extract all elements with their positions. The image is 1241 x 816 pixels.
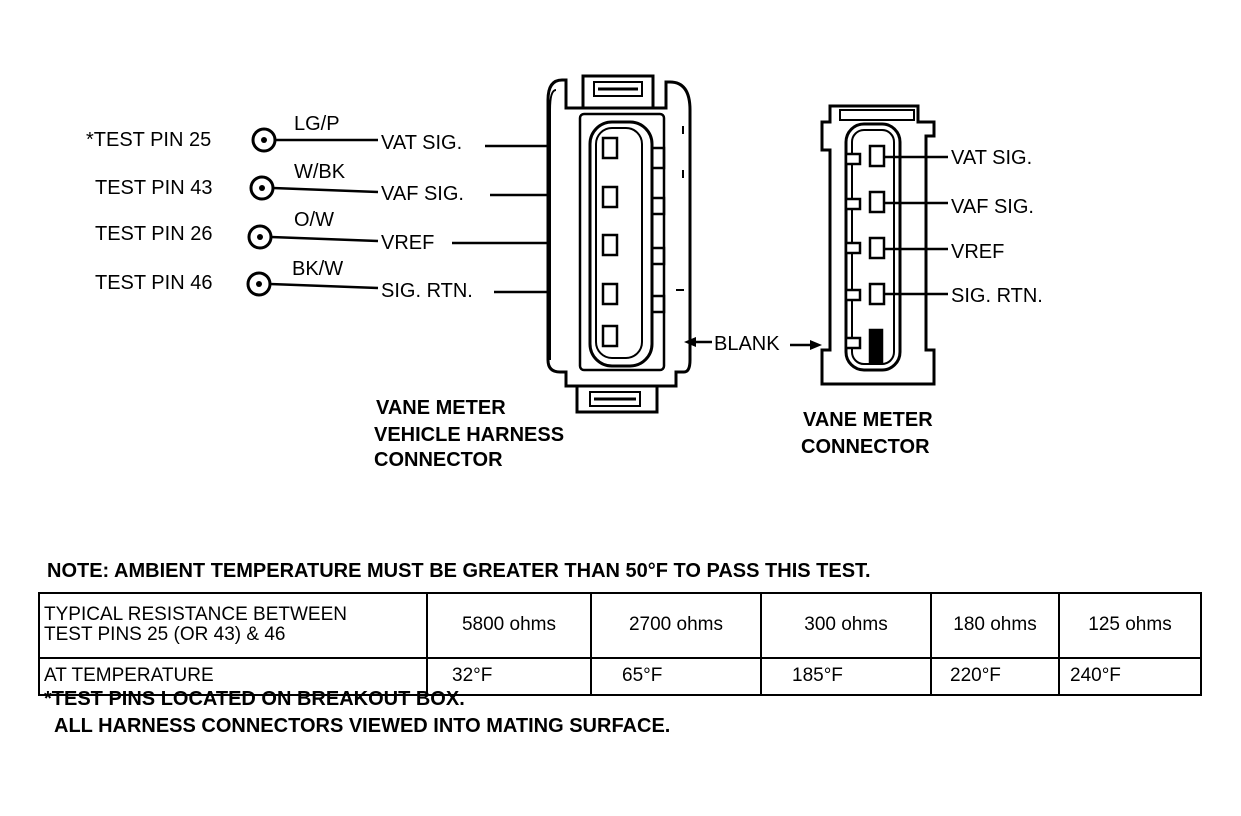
table-row: TYPICAL RESISTANCE BETWEEN TEST PINS 25 …	[38, 592, 1202, 659]
meter-signal-label: VREF	[951, 241, 1004, 263]
temperature-row-header: AT TEMPERATURE	[38, 656, 428, 697]
harness-connector-drawing	[546, 74, 692, 414]
meter-pin	[868, 282, 886, 306]
meter-signal-label: VAF SIG.	[951, 196, 1034, 218]
meter-pin-cavities	[844, 144, 886, 364]
header-line: TEST PINS 25 (OR 43) & 46	[44, 624, 286, 646]
meter-caption: VANE METER CONNECTOR	[801, 409, 933, 458]
caption-line: CONNECTOR	[801, 436, 930, 458]
blank-pin	[868, 328, 884, 364]
arrow-left-icon	[684, 337, 696, 347]
pin-cavity	[601, 136, 619, 160]
test-pin-row-46: TEST PIN 46 BK/W SIG. RTN.	[95, 258, 604, 302]
meter-signal-label: SIG. RTN.	[951, 285, 1043, 307]
wire-color-label: W/BK	[294, 161, 346, 183]
footnote-mating-surface: ALL HARNESS CONNECTORS VIEWED INTO MATIN…	[54, 715, 671, 737]
meter-pin	[868, 144, 886, 168]
resistance-table: TYPICAL RESISTANCE BETWEEN TEST PINS 25 …	[38, 592, 1202, 697]
resistance-cell: 2700 ohms	[590, 592, 762, 659]
wire-color-label: LG/P	[294, 113, 340, 135]
pin-cavity	[601, 185, 619, 209]
temperature-cell: 240°F	[1058, 656, 1202, 697]
signal-label: VREF	[381, 232, 434, 254]
signal-label: SIG. RTN.	[381, 280, 473, 302]
signal-label: VAT SIG.	[381, 132, 462, 154]
pin-cavity	[601, 282, 619, 306]
footnote-test-pins: *TEST PINS LOCATED ON BREAKOUT BOX.	[44, 688, 465, 710]
test-pin-row-43: TEST PIN 43 W/BK VAF SIG.	[95, 161, 604, 205]
caption-line: CONNECTOR	[374, 449, 503, 471]
test-pin-label: TEST PIN 26	[95, 223, 212, 245]
resistance-cell: 5800 ohms	[426, 592, 592, 659]
test-pin-row-25: *TEST PIN 25 LG/P VAT SIG.	[86, 113, 604, 154]
temperature-cell: 65°F	[590, 656, 762, 697]
blank-callout: BLANK	[684, 333, 822, 355]
pin-cavity	[601, 324, 619, 348]
test-pin-label: *TEST PIN 25	[86, 129, 211, 151]
wire-color-label: O/W	[294, 209, 334, 231]
caption-line: VANE METER	[376, 397, 506, 419]
meter-signal-labels: VAT SIG. VAF SIG. VREF SIG. RTN.	[884, 147, 1043, 307]
resistance-cell: 125 ohms	[1058, 592, 1202, 659]
table-row: AT TEMPERATURE 32°F 65°F 185°F 220°F 240…	[38, 656, 1202, 697]
resistance-cell: 180 ohms	[930, 592, 1060, 659]
meter-signal-label: VAT SIG.	[951, 147, 1032, 169]
meter-pin	[868, 190, 886, 214]
ambient-temperature-note: NOTE: AMBIENT TEMPERATURE MUST BE GREATE…	[47, 560, 871, 582]
temperature-cell: 32°F	[426, 656, 592, 697]
caption-line: VEHICLE HARNESS	[374, 424, 564, 446]
meter-pin	[868, 236, 886, 260]
harness-caption: VANE METER VEHICLE HARNESS CONNECTOR	[374, 397, 564, 471]
resistance-row-header: TYPICAL RESISTANCE BETWEEN TEST PINS 25 …	[38, 592, 428, 659]
signal-label: VAF SIG.	[381, 183, 464, 205]
pin-cavity	[601, 233, 619, 257]
harness-pin-cavities	[601, 136, 619, 348]
temperature-cell: 220°F	[930, 656, 1060, 697]
temperature-cell: 185°F	[760, 656, 932, 697]
blank-label: BLANK	[714, 333, 780, 355]
caption-line: VANE METER	[803, 409, 933, 431]
header-line: TYPICAL RESISTANCE BETWEEN	[44, 604, 347, 626]
resistance-cell: 300 ohms	[760, 592, 932, 659]
test-pin-label: TEST PIN 46	[95, 272, 212, 294]
test-pin-row-26: TEST PIN 26 O/W VREF	[95, 209, 604, 254]
test-pin-label: TEST PIN 43	[95, 177, 212, 199]
wire-color-label: BK/W	[292, 258, 343, 280]
arrow-right-icon	[810, 340, 822, 350]
